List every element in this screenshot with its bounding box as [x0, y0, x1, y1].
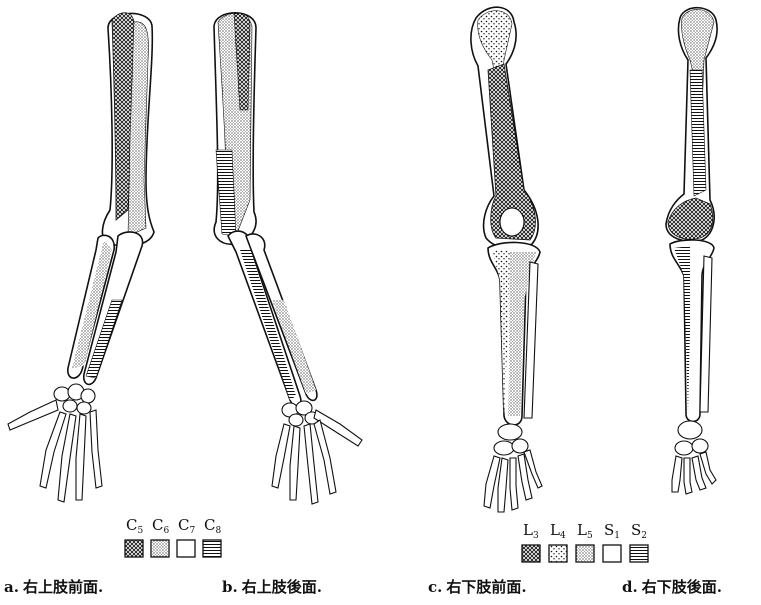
legend-upper-swatch-3 [203, 540, 221, 557]
legend-upper-label-0: C5 [126, 516, 143, 536]
caption-c-text: 右下肢前面. [446, 578, 526, 596]
carpals-b [282, 401, 319, 426]
legend-upper-swatch-0 [125, 540, 143, 557]
caption-a: a.右上肢前面. [4, 576, 103, 597]
legend-upper-label-3: C8 [204, 516, 221, 536]
caption-d-letter: d. [622, 578, 638, 596]
legend-lower-label-0: L3 [523, 521, 539, 541]
caption-a-text: 右上肢前面. [23, 578, 103, 596]
legend-upper-label-2: C7 [178, 516, 195, 536]
fingers-a [40, 410, 102, 502]
tarsals-d [675, 421, 708, 455]
caption-b-letter: b. [222, 578, 238, 596]
caption-d: d.右下肢後面. [622, 576, 722, 597]
legend-lower-label-4: S2 [631, 521, 647, 541]
legend-lower-label-1: L4 [550, 521, 566, 541]
panel-c-lower-limb-anterior [471, 7, 542, 512]
legend-lower-swatch-3 [603, 545, 621, 562]
legend-upper-swatch-1 [151, 540, 169, 557]
caption-b-text: 右上肢後面. [242, 578, 322, 596]
caption-c-letter: c. [428, 578, 442, 596]
toes-c [484, 450, 542, 512]
legend-lower-swatch-0 [522, 545, 540, 562]
tarsals-c [494, 424, 528, 455]
fingers-b [272, 420, 336, 504]
panel-d-lower-limb-posterior [666, 8, 717, 494]
panel-b-upper-limb-posterior [214, 13, 362, 504]
caption-d-text: 右下肢後面. [642, 578, 722, 596]
legend-lower-swatch-2 [576, 545, 594, 562]
caption-c: c.右下肢前面. [428, 576, 527, 597]
legend-lower-limb: L3 L4 L5 S1 S2 [522, 521, 648, 562]
legend-upper-limb: C5 C6 C7 C8 [125, 516, 221, 557]
caption-a-letter: a. [4, 578, 19, 596]
carpals-a [54, 384, 95, 414]
legend-upper-label-1: C6 [152, 516, 169, 536]
patella-c [500, 208, 524, 236]
thumb-a [8, 400, 58, 430]
panel-a-upper-limb-anterior [8, 13, 154, 502]
toes-d [672, 452, 716, 494]
legend-lower-swatch-4 [630, 545, 648, 562]
caption-b: b.右上肢後面. [222, 576, 322, 597]
legend-upper-swatch-2 [177, 540, 195, 557]
legend-lower-label-3: S1 [604, 521, 620, 541]
legend-lower-swatch-1 [549, 545, 567, 562]
legend-lower-label-2: L5 [577, 521, 593, 541]
